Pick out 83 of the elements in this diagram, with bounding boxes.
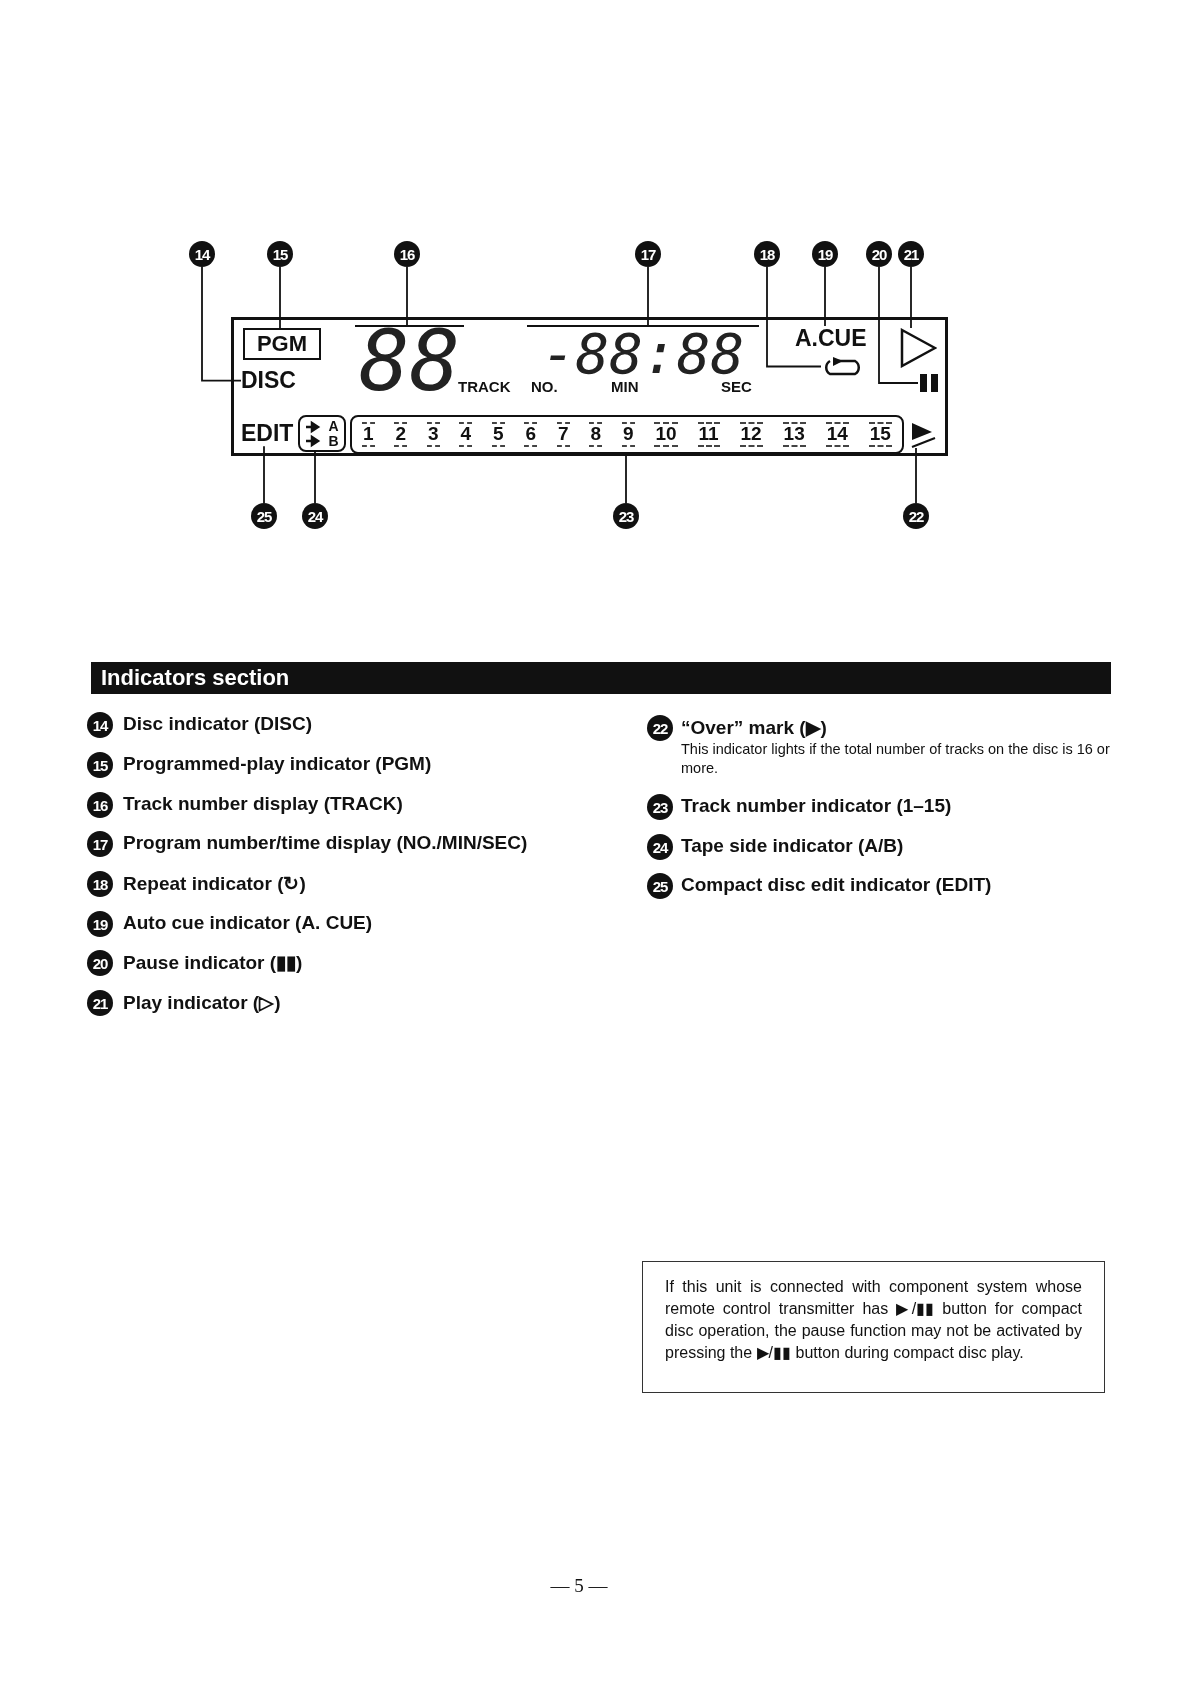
- play-icon: [900, 328, 937, 368]
- indicator-description: Tape side indicator (A/B): [681, 835, 904, 857]
- pause-icon: [918, 373, 940, 393]
- indicator-description: Track number display (TRACK): [123, 793, 403, 815]
- callout-number: 23: [647, 794, 673, 820]
- leader-line: [314, 451, 316, 504]
- indicator-description: Program number/time display (NO./MIN/SEC): [123, 832, 528, 854]
- callout-number: 22: [903, 503, 929, 529]
- callout-number: 24: [647, 834, 673, 860]
- display-panel: [231, 317, 948, 456]
- track-number: 5: [491, 422, 505, 447]
- callout-number: 24: [302, 503, 328, 529]
- note-text: If this unit is connected with component system whose remote control transmitter has ▶/▮▮ button for compact disc operation, the pause function may not be activated by pressing the ▶/▮▮ button during compact disc play.: [642, 1261, 1105, 1393]
- track-number: 13: [782, 422, 806, 447]
- leader-line: [406, 266, 408, 326]
- pgm-indicator: PGM: [243, 328, 321, 360]
- track-number: 14: [825, 422, 849, 447]
- indicator-description: Pause indicator (▮▮): [123, 951, 303, 974]
- tape-side-letter: B: [328, 433, 339, 449]
- callout-number: 23: [613, 503, 639, 529]
- track-number: 9: [621, 422, 635, 447]
- callout-number: 25: [647, 873, 673, 899]
- track-number: 7: [556, 422, 570, 447]
- track-number: 2: [394, 422, 408, 447]
- leader-line: [647, 266, 649, 326]
- leader-line: [878, 266, 919, 384]
- leader-line: [263, 445, 265, 504]
- leader-line: [766, 266, 822, 368]
- callout-number: 25: [251, 503, 277, 529]
- callout-number: 20: [87, 950, 113, 976]
- indicator-description: Repeat indicator (↻): [123, 872, 306, 895]
- callout-number: 14: [87, 712, 113, 738]
- auto-cue-indicator: A.CUE: [795, 326, 867, 352]
- leader-line: [910, 266, 912, 329]
- leader-line: [201, 266, 242, 382]
- track-number: 8: [589, 422, 603, 447]
- callout-number: 19: [87, 911, 113, 937]
- track-number: 15: [868, 422, 892, 447]
- indicator-description: “Over” mark (▶): [681, 716, 827, 739]
- callout-number: 21: [898, 241, 924, 267]
- page-number: — 5 —: [549, 1575, 609, 1597]
- track-number: 11: [697, 422, 720, 447]
- disc-indicator: DISC: [241, 368, 296, 394]
- track-number: 6: [524, 422, 538, 447]
- callout-number: 18: [754, 241, 780, 267]
- callout-number: 16: [394, 241, 420, 267]
- time-digit-display: -88:88: [527, 325, 759, 381]
- leader-line: [279, 266, 281, 329]
- tape-side-letter: A: [328, 418, 339, 434]
- callout-number: 15: [267, 241, 293, 267]
- indicator-description: Auto cue indicator (A. CUE): [123, 912, 373, 934]
- leader-line: [915, 447, 917, 504]
- description-text: This indicator lights if the total number of tracks on the disc is 16 or more.: [681, 740, 1111, 778]
- display-caption: SEC: [721, 378, 752, 395]
- tape-side-indicator: [298, 415, 346, 452]
- callout-number: 20: [866, 241, 892, 267]
- display-caption: MIN: [611, 378, 639, 395]
- track-number: 12: [739, 422, 763, 447]
- callout-number: 16: [87, 792, 113, 818]
- callout-number: 17: [635, 241, 661, 267]
- callout-number: 17: [87, 831, 113, 857]
- callout-number: 15: [87, 752, 113, 778]
- track-number: 4: [459, 422, 473, 447]
- callout-number: 18: [87, 871, 113, 897]
- indicator-description: Disc indicator (DISC): [123, 713, 312, 735]
- track-number: 10: [654, 422, 678, 447]
- display-caption: NO.: [531, 378, 558, 395]
- callout-number: 14: [189, 241, 215, 267]
- track-number: 1: [361, 422, 375, 447]
- edit-indicator: EDIT: [241, 421, 294, 447]
- leader-line: [625, 453, 627, 504]
- callout-number: 19: [812, 241, 838, 267]
- leader-line: [824, 266, 826, 327]
- track-number: 3: [426, 422, 440, 447]
- indicator-description: Programmed-play indicator (PGM): [123, 753, 432, 775]
- indicator-description: Compact disc edit indicator (EDIT): [681, 874, 992, 896]
- indicator-description: Play indicator (▷): [123, 991, 281, 1014]
- track-number-bar: [350, 415, 904, 454]
- section-heading: Indicators section: [91, 662, 1111, 694]
- indicator-description: Track number indicator (1–15): [681, 795, 952, 817]
- callout-number: 22: [647, 715, 673, 741]
- over-mark-icon: [910, 421, 937, 448]
- callout-number: 21: [87, 990, 113, 1016]
